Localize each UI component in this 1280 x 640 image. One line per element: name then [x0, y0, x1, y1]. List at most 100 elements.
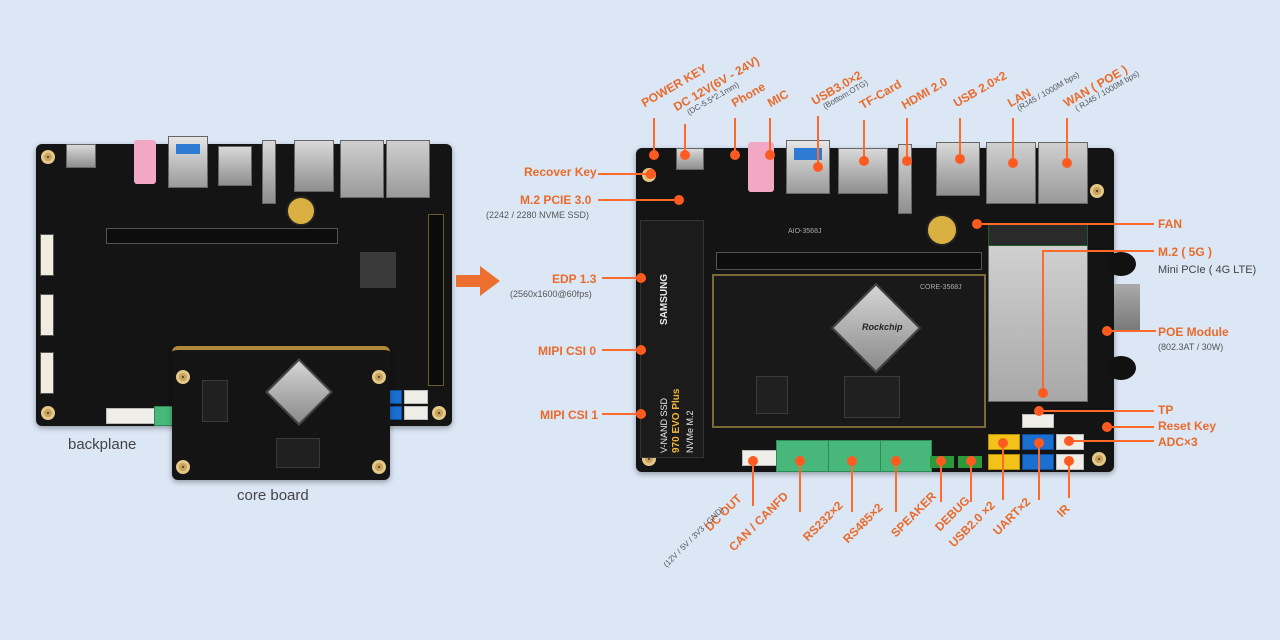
callout-dot [966, 456, 976, 466]
mount-hole [372, 460, 386, 474]
ssd-iface: NVMe M.2 [685, 410, 695, 453]
usb3-blue [794, 148, 822, 160]
uart-header [388, 406, 402, 420]
callout-dot [646, 169, 656, 179]
mount-hole [176, 370, 190, 384]
poe-sub-label: (802.3AT / 30W) [1158, 342, 1224, 352]
ir-label: IR [1054, 501, 1073, 520]
chip [360, 252, 396, 288]
core-board-inset: Rockchip CORE-3568J [712, 274, 986, 428]
usb2-port [936, 142, 980, 196]
adc-label: ADC×3 [1158, 435, 1198, 449]
leader-line [653, 118, 655, 156]
leader-line [752, 462, 754, 506]
edp-label: EDP 1.3 [552, 272, 597, 286]
reset-key-label: Reset Key [1158, 419, 1217, 433]
callout-dot [680, 150, 690, 160]
mipi0-label: MIPI CSI 0 [538, 344, 597, 358]
m2-pcie-sub-label: (2242 / 2280 NVME SSD) [486, 210, 590, 220]
leader-line [598, 173, 650, 175]
backplane-label: backplane [68, 436, 137, 453]
mount-hole [41, 150, 55, 164]
lan-port [986, 142, 1036, 204]
leader-line [684, 124, 686, 156]
nvme-ssd: SAMSUNG 970 EVO Plus V-NAND SSD NVMe M.2 [640, 220, 704, 458]
tf-slot [218, 146, 252, 186]
leader-line [959, 118, 961, 158]
emmc-chip [276, 438, 320, 468]
leader-line [799, 462, 801, 512]
leader-line [602, 277, 640, 279]
ssd-type: V-NAND SSD [659, 397, 669, 453]
leader-line [851, 462, 853, 512]
m2-pcie-label: M.2 PCIE 3.0 [520, 193, 592, 207]
leader-line [940, 462, 942, 502]
poe-module-label: POE Module [1158, 325, 1229, 339]
leader-line [863, 120, 865, 162]
mic-label: MIC [765, 86, 792, 110]
callout-dot [1064, 456, 1074, 466]
mipi-connector [40, 352, 54, 394]
5g-module [988, 230, 1088, 402]
callout-dot [972, 219, 982, 229]
leader-line [734, 118, 736, 156]
callout-dot [649, 150, 659, 160]
poe-module [1114, 284, 1140, 332]
leader-line [602, 413, 640, 415]
board-name: AIO-3568J [788, 228, 822, 235]
callout-dot [636, 273, 646, 283]
mount-hole [1090, 184, 1104, 198]
leader-line [1068, 462, 1070, 498]
ir-header [404, 406, 428, 420]
hdmi-port [262, 140, 276, 204]
leader-line [906, 118, 908, 162]
rs485-terminal [880, 440, 932, 472]
hdmi-port [898, 144, 912, 214]
minipcie-slot [988, 224, 1088, 246]
leader-line [1108, 426, 1154, 428]
aio-board: SAMSUNG 970 EVO Plus V-NAND SSD NVMe M.2… [636, 140, 1140, 472]
emmc-chip [844, 376, 900, 418]
leader-line [602, 349, 640, 351]
battery [926, 214, 958, 246]
callout-dot [936, 456, 946, 466]
leader-line [1012, 118, 1014, 162]
callout-dot [1062, 158, 1072, 168]
callout-dot [813, 162, 823, 172]
soc-brand: Rockchip [862, 322, 903, 332]
callout-dot [795, 456, 805, 466]
callout-dot [859, 156, 869, 166]
m2-5g-label: M.2 ( 5G ) [1158, 245, 1213, 259]
callout-dot [847, 456, 857, 466]
leader-line [1042, 250, 1154, 252]
callout-dot [1102, 422, 1112, 432]
callout-dot [902, 156, 912, 166]
core-name: CORE-3568J [920, 284, 962, 291]
callout-dot [636, 345, 646, 355]
edp-sub-label: (2560x1600@60fps) [510, 289, 592, 299]
leader-line [817, 116, 819, 168]
leader-line [1042, 250, 1044, 392]
antenna [1106, 356, 1136, 380]
usb20-top-label: USB 2.0×2 [951, 68, 1010, 110]
tp-header [1022, 414, 1054, 428]
m2-slot [106, 228, 338, 244]
mount-hole [1092, 452, 1106, 466]
callout-dot [1064, 436, 1074, 446]
recover-key-label: Recover Key [524, 165, 597, 179]
antenna [1106, 252, 1136, 276]
uart-label: UART×2 [990, 494, 1034, 538]
battery [286, 196, 316, 226]
callout-dot [1102, 326, 1112, 336]
memory-chip [202, 380, 228, 422]
rk3568-soc [265, 358, 333, 426]
rs232-label: RS232×2 [800, 498, 846, 544]
header-strip [428, 214, 444, 386]
leader-line [1066, 118, 1068, 162]
mount-hole [372, 370, 386, 384]
hdmi-label: HDMI 2.0 [899, 74, 950, 112]
leader-line [895, 462, 897, 512]
leader-line [1070, 440, 1154, 442]
fan-label: FAN [1158, 217, 1182, 231]
edp-connector [40, 234, 54, 276]
